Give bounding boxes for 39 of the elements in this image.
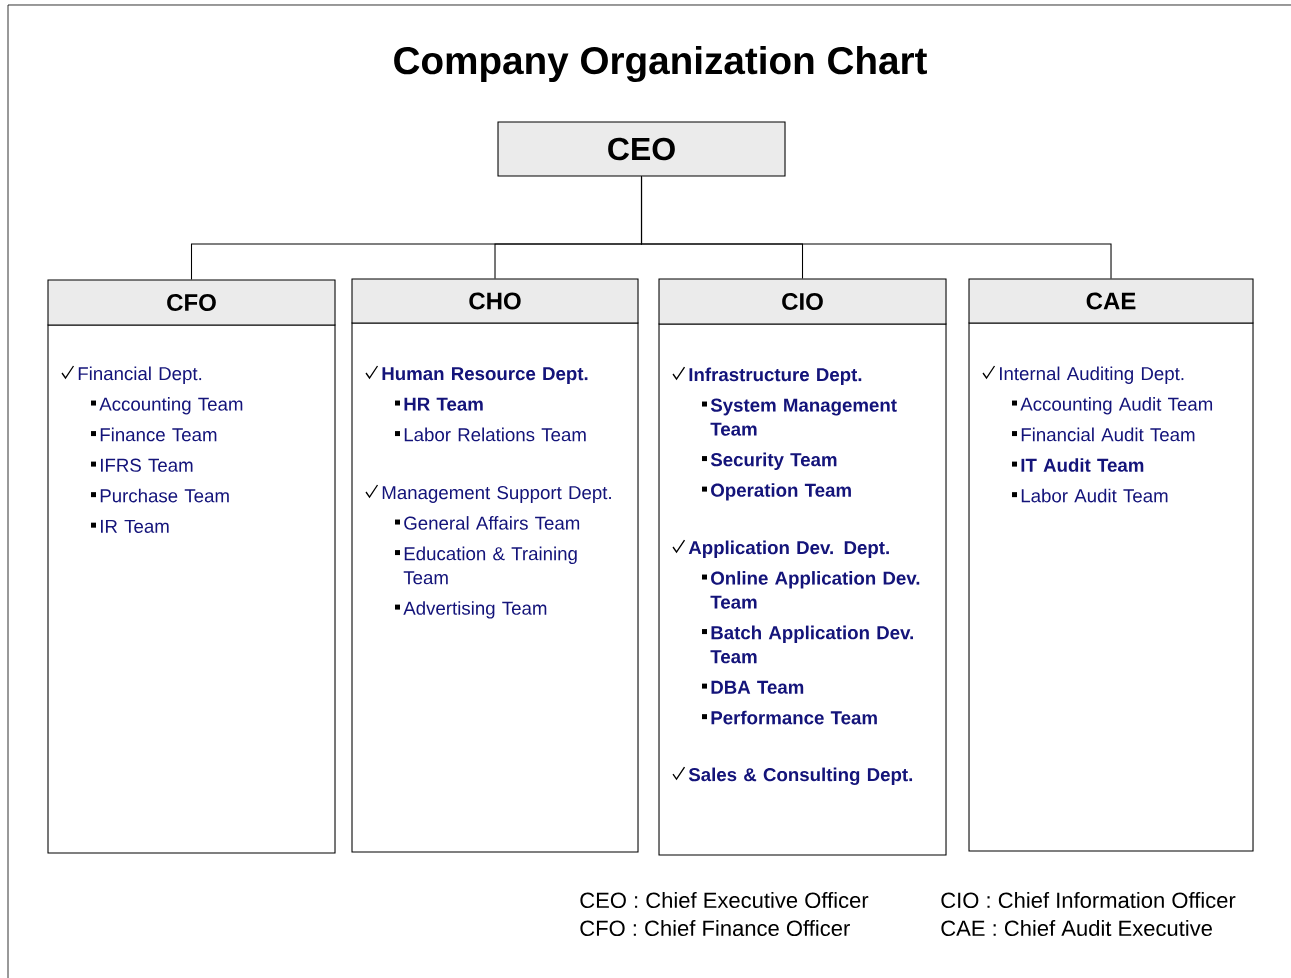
department-heading: Human Resource Dept. — [382, 367, 588, 384]
team-item: Operation Team — [711, 483, 851, 501]
column-header: CHO — [351, 278, 639, 324]
team-item: Labor Audit Team — [1021, 488, 1168, 503]
team-item: Performance Team — [711, 710, 877, 725]
team-item: Purchase Team — [100, 488, 229, 503]
team-item: IFRS Team — [101, 458, 193, 472]
department-heading: Infrastructure Dept. — [689, 367, 862, 385]
team-item: IT Audit Team — [1021, 458, 1144, 472]
team-item: General Affairs Team — [404, 516, 580, 530]
team-item: DBA Team — [711, 680, 804, 694]
department-heading: Financial Dept. — [78, 366, 202, 384]
abbreviation-note: CIO : Chief Information Officer — [941, 891, 1236, 909]
column-header: CFO — [47, 279, 336, 326]
team-item: HR Team — [404, 397, 483, 411]
department-heading: Internal Auditing Dept. — [1000, 366, 1184, 384]
team-item: Security Team — [710, 452, 837, 470]
abbreviation-note: CFO : Chief Finance Officer — [580, 919, 850, 937]
column-header: CAE — [968, 278, 1254, 324]
chart-title: Company Organization Chart — [394, 45, 927, 83]
team-item: Advertising Team — [403, 601, 547, 619]
team-item: Finance Team — [100, 427, 217, 442]
executive-box: CEO — [497, 121, 786, 177]
abbreviation-note: CAE : Chief Audit Executive — [941, 919, 1212, 937]
department-heading: Sales & Consulting Dept. — [688, 767, 913, 786]
department-heading: Management Support Dept. — [382, 486, 611, 503]
department-heading: Application Dev. Dept. — [688, 540, 889, 558]
team-item: Online Application Dev. Team — [710, 571, 920, 609]
team-item: Accounting Team — [99, 397, 243, 415]
connector-line — [640, 176, 1112, 279]
team-item: Financial Audit Team — [1021, 427, 1195, 442]
team-item: Education & Training Team — [403, 546, 577, 585]
team-item: Labor Relations Team — [404, 427, 586, 442]
team-item: Batch Application Dev. Team — [710, 625, 913, 664]
team-item: IR Team — [101, 519, 169, 533]
team-item: Accounting Audit Team — [1020, 397, 1213, 415]
column-header: CIO — [658, 278, 947, 325]
abbreviation-note: CEO : Chief Executive Officer — [580, 891, 869, 909]
team-item: System Management Team — [710, 398, 897, 436]
